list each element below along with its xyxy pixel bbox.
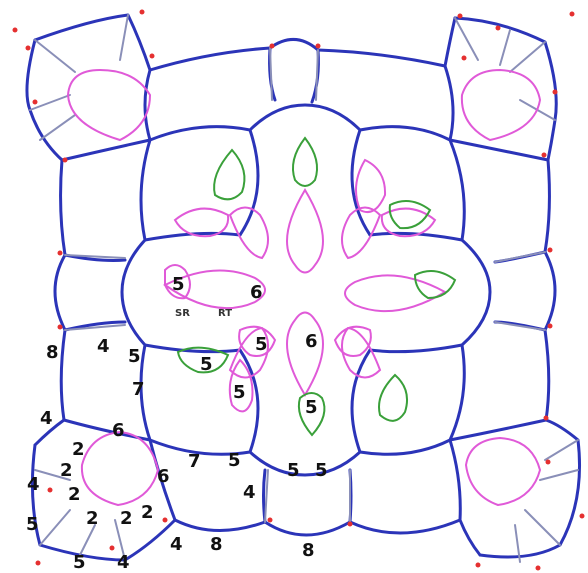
- chain-top-left: [148, 46, 272, 72]
- outer-chain-frame: [25, 13, 581, 562]
- stitch-count-labels: 5 6 SR RT 5 6 8 4 5 5 7 5 5 4 6 2 2 4 2 …: [26, 274, 328, 573]
- pink-rings: [66, 68, 542, 507]
- label-5-left: 5: [128, 346, 141, 367]
- label-5-bottom-a: 5: [228, 450, 241, 471]
- label-7-left: 7: [132, 379, 145, 400]
- chain-top-center-arch: [268, 38, 320, 52]
- green-ring-top-left: [213, 148, 246, 201]
- green-ring-right: [413, 270, 457, 300]
- green-ring-left: [176, 346, 230, 374]
- label-5-corner: 5: [26, 514, 39, 535]
- center-petal-left: [163, 269, 266, 310]
- chain-right-lower: [543, 328, 551, 422]
- label-2-d: 2: [86, 508, 99, 529]
- label-5-bottom-b: 5: [287, 460, 300, 481]
- corner-ring-top-left: [66, 68, 152, 142]
- green-ring-right-upper: [388, 200, 432, 230]
- label-2-c: 2: [68, 484, 81, 505]
- label-5-low-left: 5: [233, 382, 246, 403]
- chain-top-right: [316, 48, 447, 68]
- label-6-corner: 6: [112, 420, 125, 441]
- label-4-bottom-mid: 4: [243, 482, 256, 503]
- label-5-center-left: 5: [172, 274, 185, 295]
- label-2-e: 2: [120, 508, 133, 529]
- label-6-inner: 6: [305, 331, 318, 352]
- label-4-corner-b: 4: [27, 474, 40, 495]
- label-4-bottom-a: 4: [170, 534, 183, 555]
- label-7-bottom: 7: [188, 451, 201, 472]
- label-5-green-left: 5: [200, 354, 213, 375]
- label-2-b: 2: [60, 460, 73, 481]
- label-5-green-bottom: 5: [305, 397, 318, 418]
- picot-lines: [29, 14, 579, 563]
- green-rings: [176, 136, 457, 437]
- label-4-left: 4: [97, 336, 110, 357]
- label-6-pink-corner: 6: [157, 466, 170, 487]
- label-sr: SR: [175, 308, 190, 319]
- label-2-a: 2: [72, 439, 85, 460]
- chain-left-lower: [59, 328, 67, 422]
- label-5-bottom-left: 5: [73, 552, 86, 573]
- label-2-f: 2: [141, 502, 154, 523]
- label-5-bottom-c: 5: [315, 460, 328, 481]
- label-rt: RT: [218, 308, 232, 319]
- chain-bottom-right: [348, 518, 462, 535]
- green-ring-bottom: [297, 392, 326, 437]
- label-6-center: 6: [250, 282, 263, 303]
- corner-ring-bottom-left: [80, 430, 160, 507]
- corner-ring-bottom-right: [464, 436, 542, 507]
- label-8-bottom-b: 8: [302, 540, 315, 561]
- chain-left-upper: [59, 158, 67, 257]
- label-4-bottom-b: 4: [117, 552, 130, 573]
- label-8-left: 8: [46, 342, 59, 363]
- chain-bottom-center-arch: [263, 520, 352, 537]
- chain-bottom-left: [173, 518, 267, 532]
- chain-right-upper: [543, 158, 551, 254]
- center-petal-bottom: [286, 311, 324, 397]
- chain-left-mid-arch: [53, 253, 67, 332]
- picot-dots: [12, 9, 585, 571]
- label-8-bottom-a: 8: [210, 534, 223, 555]
- green-ring-bottom-right: [378, 373, 408, 422]
- label-5-inner: 5: [255, 334, 268, 355]
- corner-ring-top-right: [460, 68, 542, 142]
- center-petal-right: [344, 274, 448, 313]
- center-petal-top: [286, 188, 324, 274]
- green-ring-top: [292, 136, 318, 187]
- label-4-corner-a: 4: [40, 408, 53, 429]
- chain-right-mid-arch: [543, 250, 557, 332]
